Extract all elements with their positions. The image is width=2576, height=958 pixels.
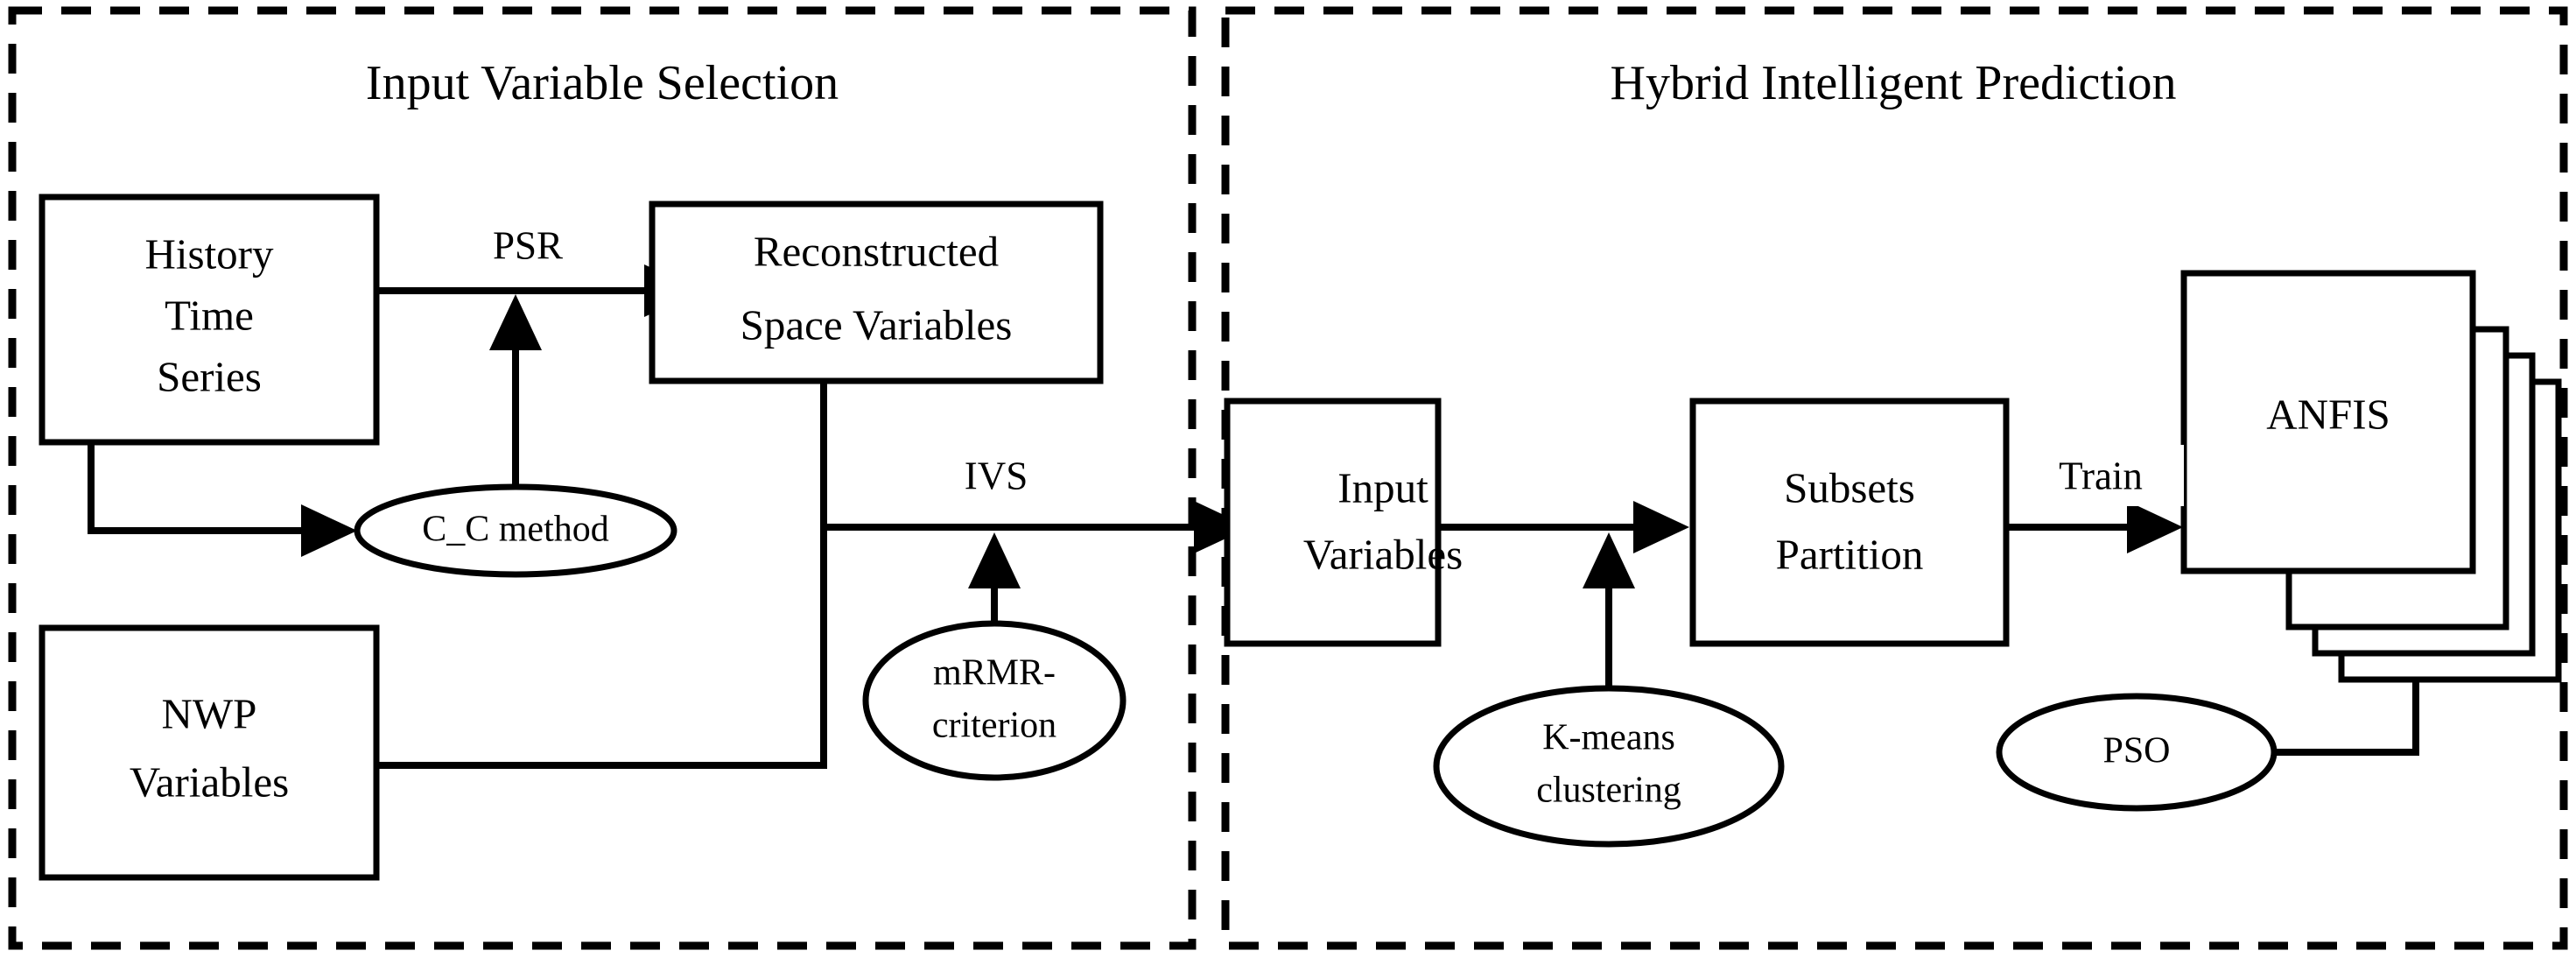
connector-reconstructed-to-inputvars: [820, 381, 1194, 531]
history-time-series-label-line1: History: [145, 229, 275, 278]
arrowhead-history-to-ccmethod: [301, 504, 357, 557]
node-pso[interactable]: [1996, 693, 2278, 812]
nwp-variables-label-line2: Variables: [130, 757, 289, 806]
reconstructed-label-line2: Space Variables: [741, 300, 1013, 349]
node-input-variables[interactable]: [1224, 398, 1442, 647]
edge-label-ivs: IVS: [965, 454, 1028, 497]
edge-label-train: Train: [2059, 454, 2143, 497]
mrmr-criterion-label-line2: criterion: [932, 706, 1056, 746]
arrowhead-subsets-to-anfis: [2127, 501, 2183, 553]
mrmr-criterion-label-line1: mRMR-: [933, 653, 1056, 694]
arrowhead-ccmethod-to-psr: [489, 294, 542, 350]
connector-history-to-ccmethod: [88, 440, 301, 534]
history-time-series-label-line2: Time: [165, 291, 254, 339]
history-time-series-label-line3: Series: [157, 352, 262, 400]
input-variables-label-line2: Variables: [1303, 530, 1463, 578]
ivs-label-backdrop: [930, 445, 1062, 506]
kmeans-label-line1: K-means: [1542, 718, 1675, 758]
nwp-variables-label-line1: NWP: [162, 689, 257, 737]
node-nwp-variables[interactable]: [39, 624, 380, 881]
arrowhead-kmeans-to-subsetslink: [1583, 532, 1635, 588]
connector-pso-to-anfis: [2272, 674, 2419, 756]
train-label-backdrop: [2022, 445, 2184, 506]
anfis-label: ANFIS: [2266, 390, 2390, 438]
subsets-partition-label-line2: Partition: [1776, 530, 1924, 578]
reconstructed-label-line1: Reconstructed: [754, 227, 999, 275]
psr-label-backdrop: [458, 215, 598, 276]
node-reconstructed-space-variables[interactable]: [649, 201, 1104, 384]
subsets-partition-label-line1: Subsets: [1784, 463, 1915, 511]
node-kmeans-clustering[interactable]: [1433, 685, 1785, 848]
anfis-stack-card-1[interactable]: [2180, 270, 2476, 574]
panel-input-variable-selection: [8, 6, 1197, 950]
arrowhead-inputvars-to-subsets: [1633, 501, 1689, 553]
input-variables-label-line1: Input: [1337, 463, 1428, 511]
node-cc-method[interactable]: [354, 483, 677, 578]
cc-method-label: C_C method: [422, 510, 609, 550]
pso-label: PSO: [2102, 731, 2170, 771]
arrowhead-ivs-to-inputvars: [1194, 501, 1250, 553]
panel-title-right: Hybrid Intelligent Prediction: [1611, 56, 2177, 110]
connector-nwp-to-ivsline: [376, 530, 827, 769]
edge-label-psr: PSR: [493, 223, 563, 267]
kmeans-label-line2: clustering: [1536, 771, 1681, 811]
node-history-time-series[interactable]: [39, 194, 380, 446]
panel-title-left: Input Variable Selection: [366, 56, 839, 110]
node-mrmr-criterion[interactable]: [862, 620, 1127, 781]
arrowhead-mrmr-to-ivs: [968, 532, 1021, 588]
node-subsets-partition[interactable]: [1689, 398, 2010, 647]
